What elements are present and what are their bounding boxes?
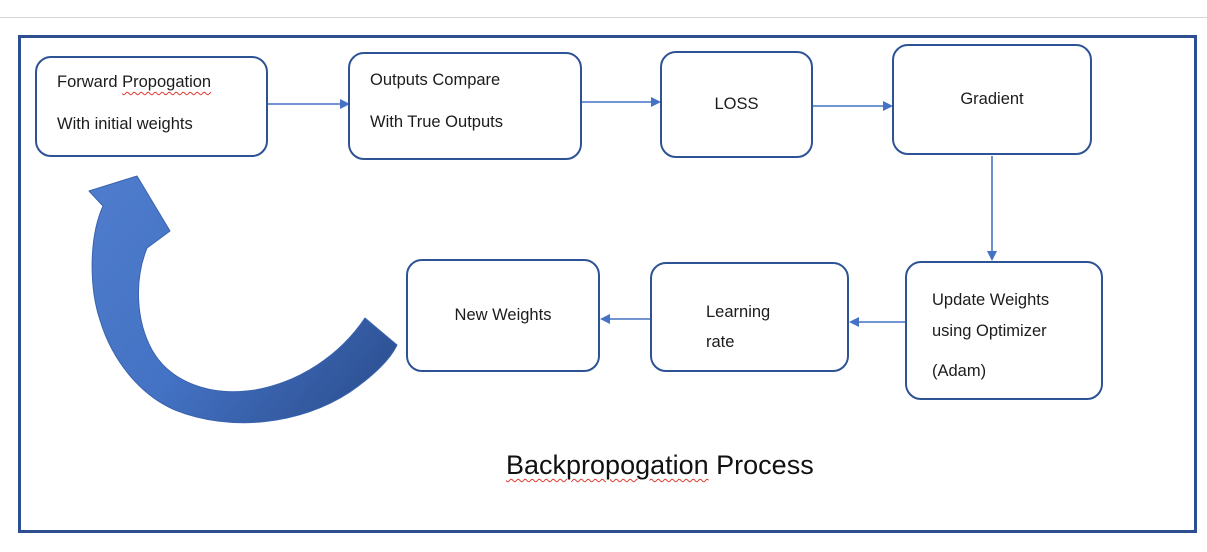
- outputs-compare-line2: With True Outputs: [370, 113, 503, 131]
- learning-rate-line1: Learning: [706, 303, 771, 321]
- arrow-learning-to-new-weights[interactable]: [600, 314, 650, 324]
- learning-rate-line2: rate: [706, 333, 735, 351]
- box-learning-rate[interactable]: Learning rate: [650, 262, 849, 372]
- forward-propagation-line1: Forward Propogation: [57, 74, 260, 91]
- top-divider-line: [0, 17, 1207, 18]
- box-gradient[interactable]: Gradient: [892, 44, 1092, 155]
- gradient-label: Gradient: [960, 90, 1024, 109]
- box-forward-propagation[interactable]: Forward Propogation With initial weights: [35, 56, 268, 157]
- diagram-title[interactable]: Backpropogation Process: [506, 450, 814, 480]
- diagram-frame[interactable]: [18, 35, 1197, 533]
- new-weights-label: New Weights: [454, 306, 552, 325]
- title-misspelled-word: Backpropogation: [506, 450, 709, 480]
- box-outputs-compare[interactable]: Outputs Compare With True Outputs: [348, 52, 582, 160]
- arrow-gradient-to-update[interactable]: [987, 156, 997, 261]
- title-rest: Process: [708, 450, 814, 480]
- outputs-compare-line1: Outputs Compare: [370, 71, 501, 89]
- box-new-weights[interactable]: New Weights: [406, 259, 600, 372]
- arrow-outputs-to-loss[interactable]: [582, 97, 661, 107]
- loss-label: LOSS: [714, 95, 759, 114]
- update-weights-line1: Update Weights: [932, 291, 1050, 309]
- forward-word: Forward: [57, 73, 123, 91]
- forward-propagation-line2: With initial weights: [57, 115, 193, 133]
- arrow-update-to-learning[interactable]: [849, 317, 905, 327]
- arrow-loss-to-gradient[interactable]: [813, 101, 893, 111]
- arrow-forward-to-outputs[interactable]: [268, 99, 350, 109]
- box-update-weights[interactable]: Update Weights using Optimizer (Adam): [905, 261, 1103, 400]
- misspelled-word: Propogation: [122, 73, 212, 91]
- box-loss[interactable]: LOSS: [660, 51, 813, 158]
- update-weights-line3: (Adam): [932, 362, 987, 380]
- loop-arrow[interactable]: [88, 175, 398, 424]
- update-weights-line2: using Optimizer: [932, 322, 1047, 340]
